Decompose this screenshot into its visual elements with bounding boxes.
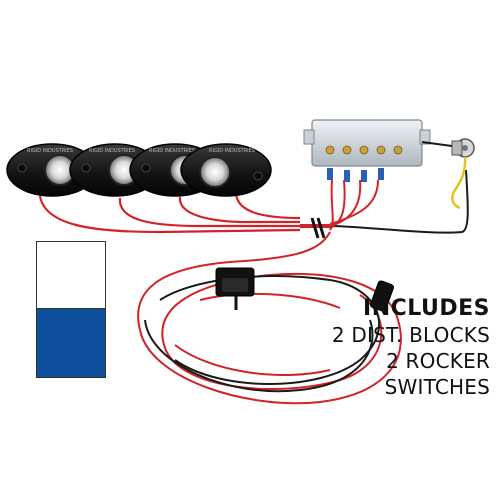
- color-swatch-white: [36, 241, 106, 309]
- includes-caption: INCLUDES 2 DIST. BLOCKS 2 ROCKER SWITCHE…: [300, 296, 490, 400]
- main-harness: [300, 169, 469, 239]
- light-pod-1: RIGID INDUSTRIES: [6, 143, 98, 197]
- includes-line-rocker-switches: 2 ROCKER SWITCHES: [384, 349, 490, 399]
- includes-line-dist-blocks: 2 DIST. BLOCKS: [331, 323, 490, 347]
- pod-brand-text: RIGID INDUSTRIES: [209, 148, 255, 154]
- switch-connector: [370, 280, 394, 312]
- light-pod-4: RIGID INDUSTRIES: [180, 143, 272, 197]
- fuse-holder: [215, 267, 255, 310]
- includes-heading: INCLUDES: [363, 296, 490, 321]
- pod-brand-text: RIGID INDUSTRIES: [89, 148, 135, 154]
- color-swatch-blue: [36, 308, 106, 378]
- pod-lead-wires: [38, 193, 301, 234]
- power-stud: [421, 138, 475, 210]
- pod-brand-text: RIGID INDUSTRIES: [149, 148, 195, 154]
- cut-mark: [310, 217, 320, 239]
- distribution-block: [303, 119, 431, 182]
- pod-brand-text: RIGID INDUSTRIES: [27, 148, 73, 154]
